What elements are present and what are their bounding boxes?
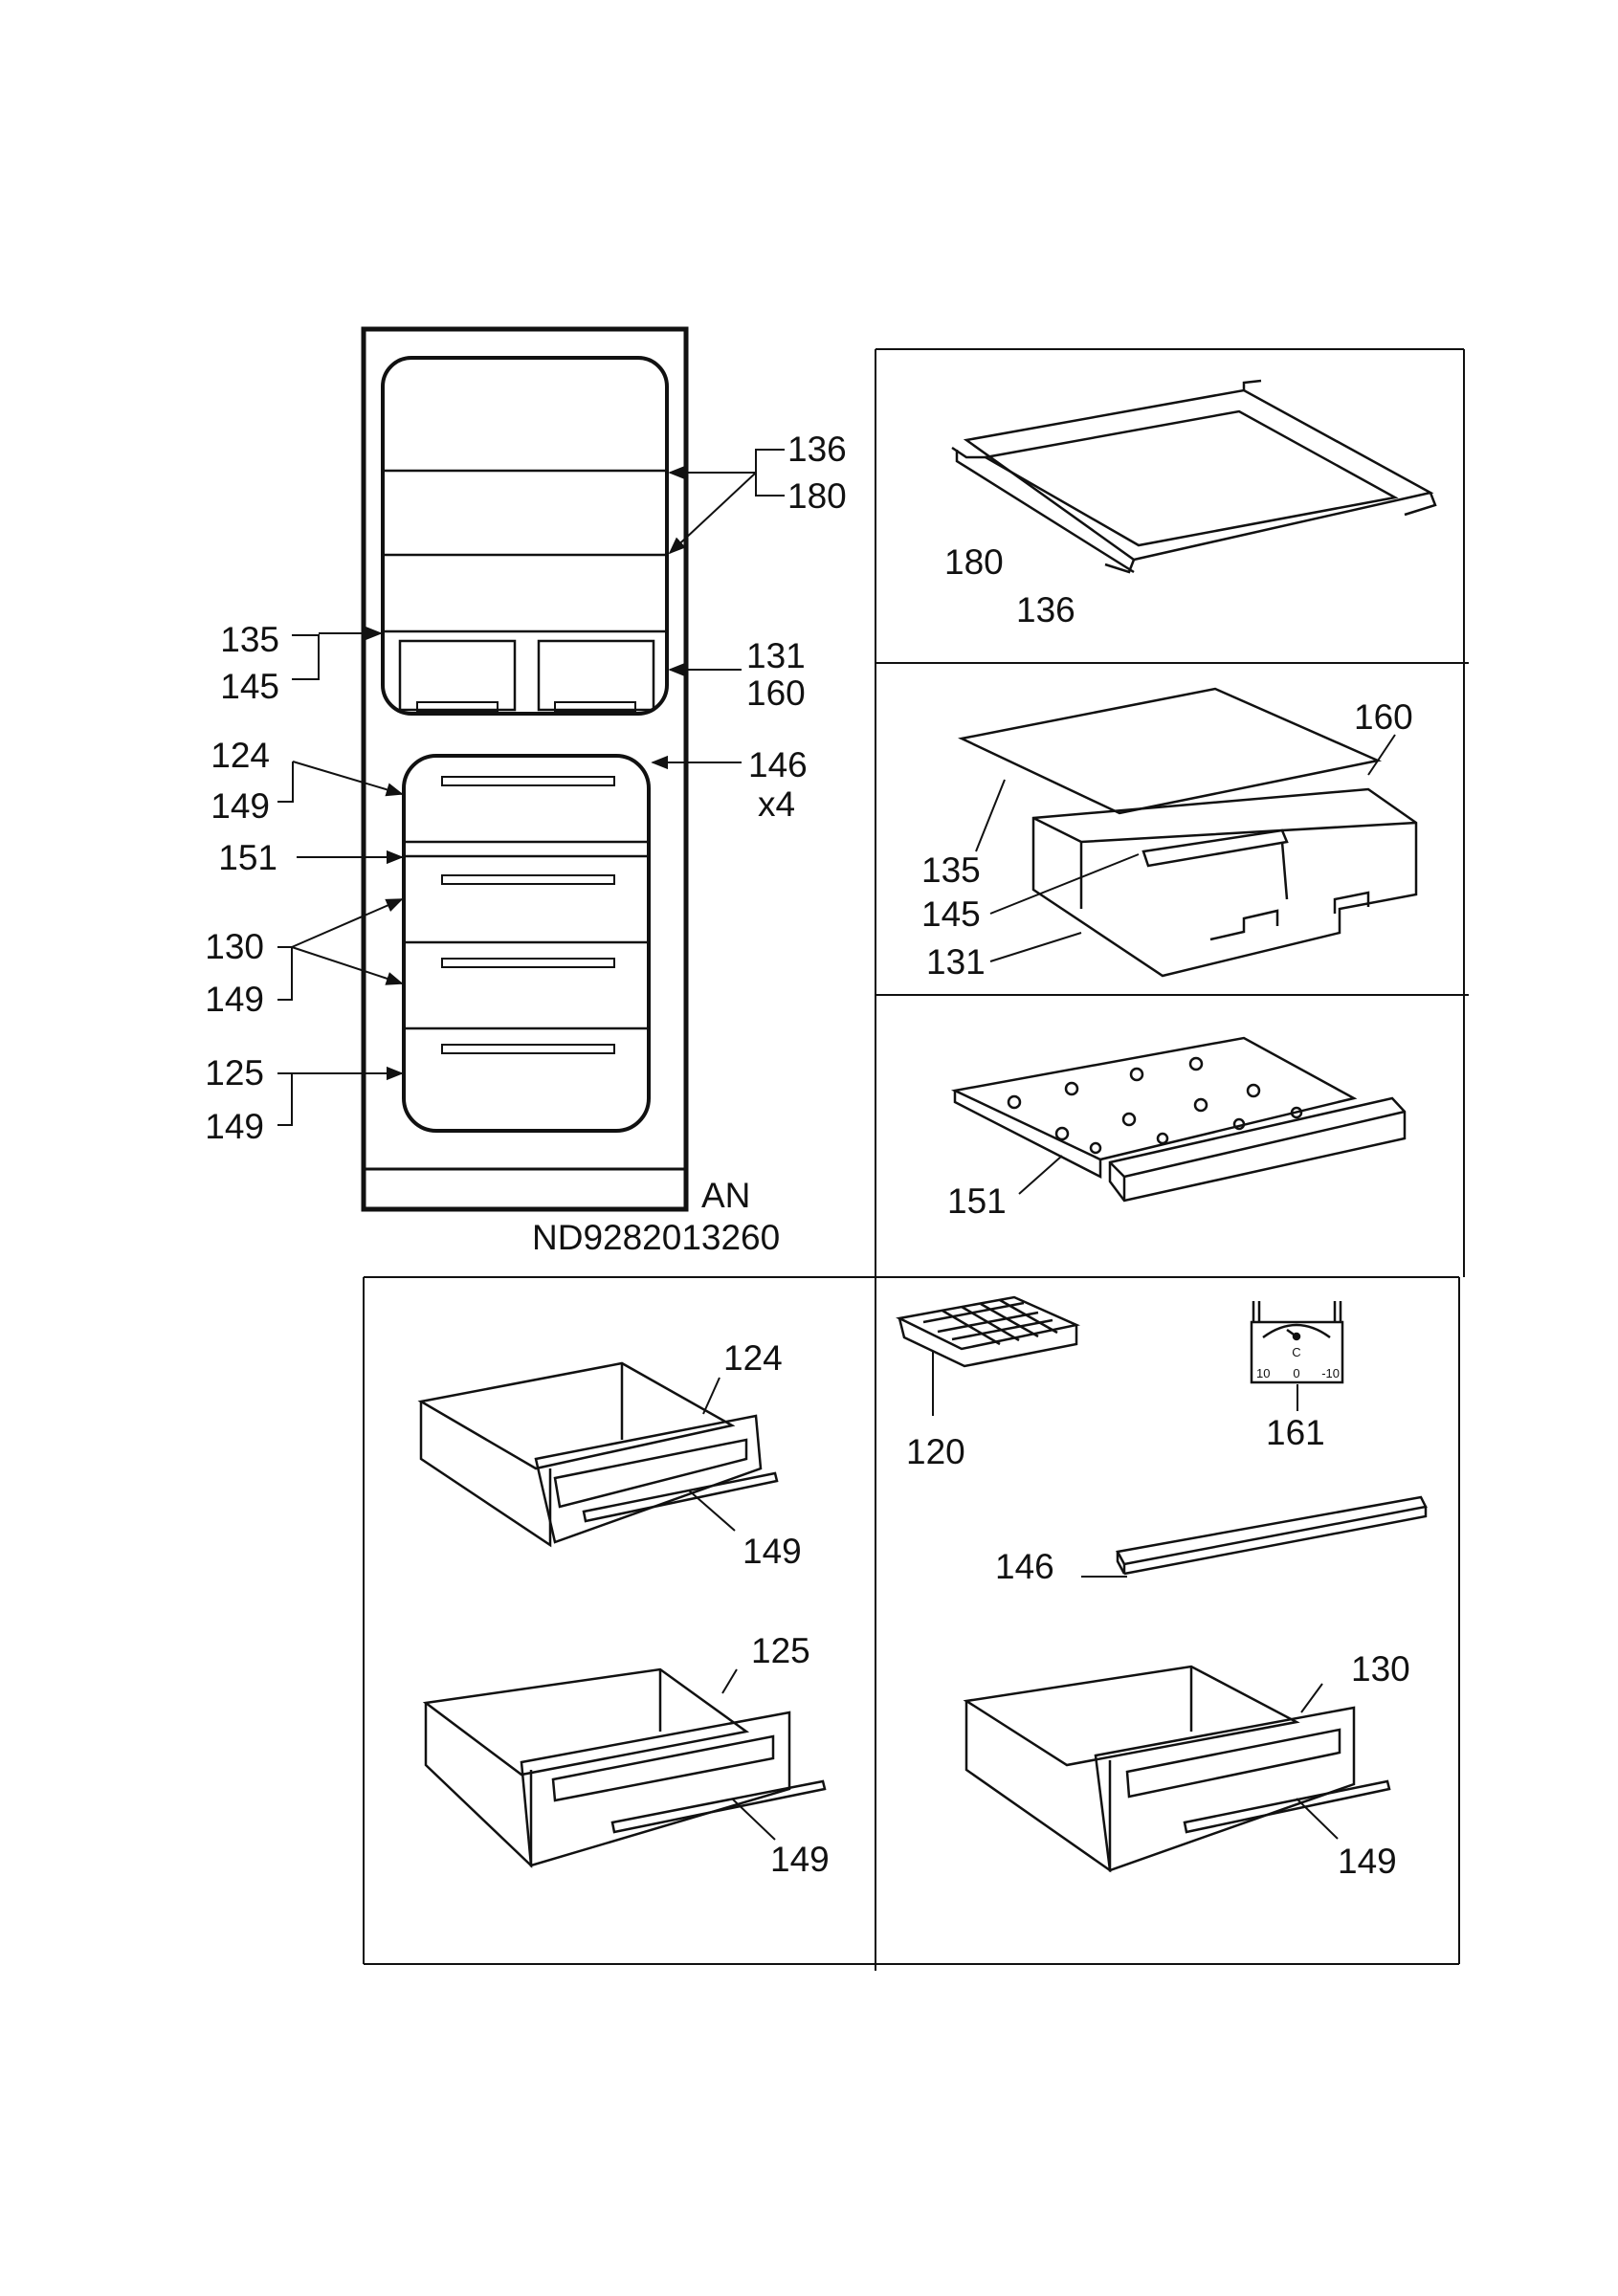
callout-149-mid: 149 (205, 980, 264, 1019)
callout-146-qty: x4 (758, 784, 795, 824)
freezer-handle-2 (441, 874, 615, 885)
panel-trim-strip-146: 146 (995, 1547, 1054, 1586)
panel-drawer-130-149: 149 (1338, 1842, 1397, 1881)
bottom-panels-frame (363, 1276, 1460, 1965)
drawer-130-illustration (963, 1665, 1391, 1873)
panel-drawer-124-149: 149 (743, 1532, 802, 1571)
callout-151: 151 (218, 838, 277, 877)
freezer-handle-1 (441, 776, 615, 786)
glass-shelf-illustration (951, 379, 1437, 574)
thermostat-dial-illustration (1250, 1301, 1344, 1384)
callout-180: 180 (787, 476, 847, 516)
dial-scale-mid: 0 (1293, 1366, 1299, 1380)
panel-shelf-180: 180 (944, 542, 1004, 582)
panel-drawer-124: 124 (723, 1338, 783, 1378)
panel-ice-tray-120: 120 (906, 1432, 965, 1471)
crisper-box-left (398, 639, 517, 712)
callout-leaders (277, 449, 785, 1126)
fridge-overview: 136 180 135 145 131 160 124 149 146 x4 1… (205, 326, 847, 1257)
callout-131: 131 (746, 636, 806, 675)
panel-drawer-125: 125 (751, 1631, 810, 1670)
crisper-illustration (958, 687, 1418, 978)
crisper-box-right (537, 639, 655, 712)
drawer-125-leaders (721, 1668, 776, 1841)
panel-crisper-135: 135 (921, 850, 981, 890)
panel-drawer-125-149: 149 (770, 1840, 830, 1879)
ice-tray-illustration (896, 1295, 1081, 1368)
drawer-130-leaders (1296, 1683, 1339, 1840)
panel-crisper-131: 131 (926, 942, 986, 982)
panel-cover-tray-151: 151 (947, 1181, 1007, 1221)
right-panels-frame (875, 348, 1469, 1971)
drawer-125-illustration (422, 1667, 827, 1868)
crisper-handle-right (554, 701, 636, 712)
callout-149-bottom: 149 (205, 1107, 264, 1146)
fridge-cabinet-outline (361, 326, 689, 1212)
trim-strip-illustration (1116, 1495, 1428, 1576)
panel-crisper-145: 145 (921, 894, 981, 934)
callout-146: 146 (748, 745, 808, 784)
fridge-upper-compartment (381, 356, 669, 716)
callout-130: 130 (205, 927, 264, 966)
cover-tray-leader (1018, 1155, 1063, 1195)
callout-160: 160 (746, 673, 806, 713)
callout-145: 145 (220, 667, 279, 706)
dial-scale-right: -10 (1321, 1366, 1340, 1380)
dial-celsius-mark: C (1292, 1345, 1300, 1359)
panel-crisper-160: 160 (1354, 697, 1413, 737)
callout-149-top: 149 (211, 786, 270, 826)
panel-drawer-130: 130 (1351, 1649, 1410, 1689)
callout-136: 136 (787, 430, 847, 469)
dial-scale-left: 10 (1256, 1366, 1270, 1380)
cover-tray-illustration (950, 1036, 1407, 1203)
panel-shelf-136: 136 (1016, 590, 1075, 629)
drawer-124-leaders (688, 1377, 736, 1532)
freezer-handle-3 (441, 958, 615, 968)
crisper-leaders (975, 734, 1396, 962)
drawer-124-illustration (417, 1361, 779, 1548)
freezer-handle-4 (441, 1044, 615, 1054)
callout-125: 125 (205, 1053, 264, 1093)
model-code: ND9282013260 (532, 1218, 780, 1257)
variant-label: AN (701, 1176, 750, 1215)
callout-135: 135 (220, 620, 279, 659)
panel-thermostat-161: 161 (1266, 1413, 1325, 1452)
callout-124: 124 (211, 736, 270, 775)
crisper-handle-left (416, 701, 499, 712)
